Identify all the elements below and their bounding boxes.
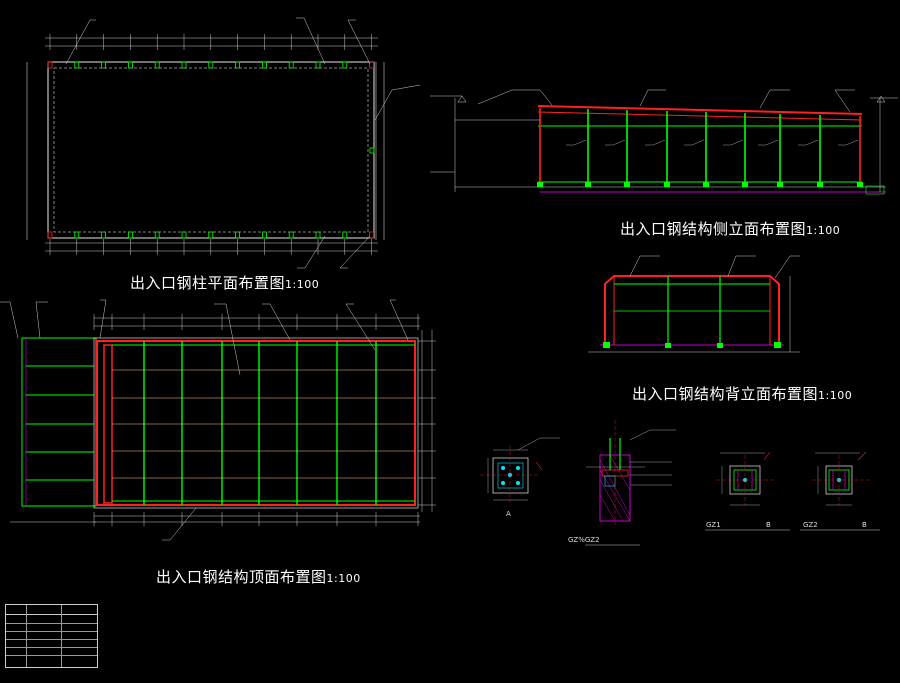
side-elevation [430, 89, 898, 195]
table-row [6, 623, 97, 632]
plan-column-top [47, 61, 53, 69]
plan-column-bottom [261, 231, 267, 239]
plan-column-bottom [101, 231, 106, 239]
side-column-base [664, 182, 670, 187]
plan-column-bottom [154, 231, 160, 239]
gz1-label: GZ1 [706, 521, 721, 529]
plan-column-top [154, 61, 160, 69]
detail-a-view-label: A [506, 510, 511, 518]
plan-column-top [342, 61, 348, 69]
side-column-base [624, 182, 630, 187]
gz2-label: GZ2 [803, 521, 818, 529]
plan-title: 出入口钢柱平面布置图1:100 [130, 274, 320, 292]
table-row [6, 615, 97, 624]
plan-column-bottom [315, 231, 321, 239]
plan-column-top [369, 61, 375, 69]
plan-column-top [74, 61, 80, 69]
plan-column-top [127, 61, 133, 69]
plan-column-top [101, 61, 106, 69]
side-column-base [857, 182, 863, 187]
side-column-base [817, 182, 823, 187]
plan-column-bottom [288, 231, 294, 239]
plan-column-bottom [369, 231, 375, 239]
detail-gz2 [800, 451, 880, 531]
plan-column-top [208, 61, 214, 69]
side-column-base [537, 182, 543, 187]
table-row [6, 647, 97, 656]
plan-column-bottom [74, 231, 80, 239]
detail-column-section [585, 420, 676, 546]
side-column-base [742, 182, 748, 187]
back-elevation [588, 255, 800, 353]
plan-column-bottom [127, 231, 133, 239]
plan-column-bottom [181, 231, 187, 239]
section-label: GZ%GZ2 [568, 536, 600, 544]
roof-plan [0, 299, 436, 541]
plan-column-bottom [235, 231, 241, 239]
roof-plan-title: 出入口钢结构顶面布置图1:100 [156, 568, 361, 586]
detail-base-plate-a [480, 437, 560, 505]
gz1-view-label: B [766, 521, 771, 529]
side-column-base [703, 182, 709, 187]
side-elevation-title: 出入口钢结构侧立面布置图1:100 [620, 220, 841, 238]
side-column-base [777, 182, 783, 187]
plan-column-top [288, 61, 294, 69]
plan-column-top [181, 61, 187, 69]
plan-column-top [235, 61, 241, 69]
column-plan [26, 17, 421, 269]
table-row [6, 639, 97, 648]
table-row [6, 631, 97, 640]
back-elevation-title: 出入口钢结构背立面布置图1:100 [632, 385, 853, 403]
table-row [6, 655, 97, 663]
plan-column-top [315, 61, 321, 69]
plan-column-bottom [47, 231, 53, 239]
gz2-view-label: B [862, 521, 867, 529]
material-table-header [6, 605, 97, 615]
material-table [5, 604, 98, 668]
plan-column-top [261, 61, 267, 69]
side-column-base [585, 182, 591, 187]
plan-column-bottom [342, 231, 348, 239]
plan-column-mid [369, 147, 375, 154]
plan-column-bottom [208, 231, 214, 239]
detail-gz1 [705, 451, 790, 531]
